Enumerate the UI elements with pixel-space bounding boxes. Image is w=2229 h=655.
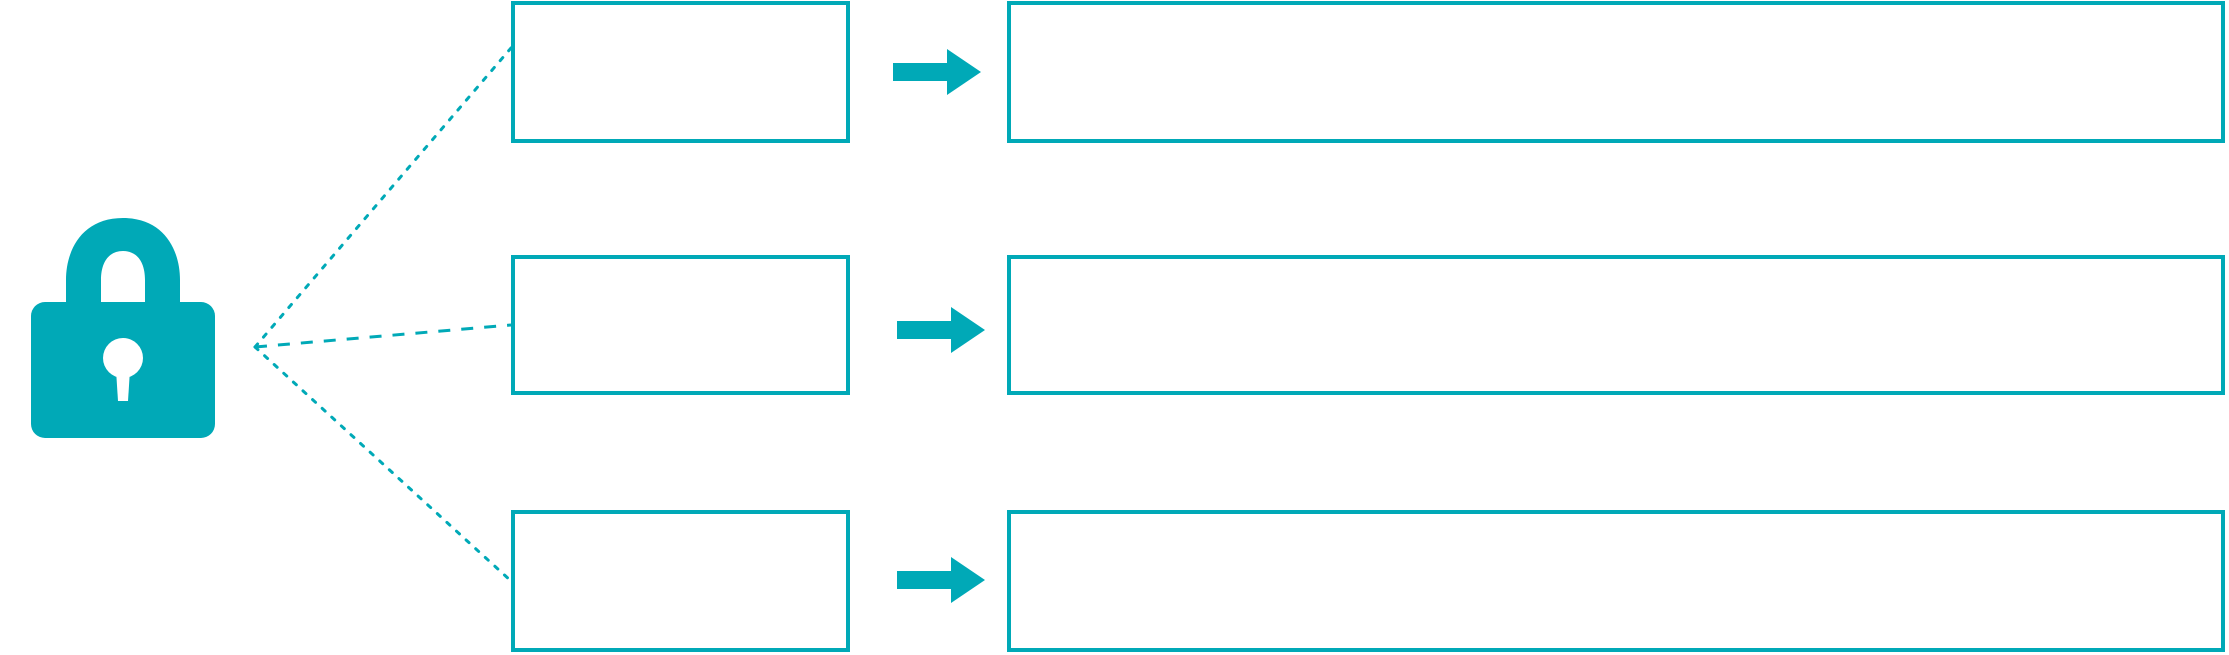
arrow-right-icon-3 [897,557,985,603]
arrow-right-icon-2 [897,307,985,353]
arrow-right-icon-1 [893,49,981,95]
connector-line-bottom [253,345,513,583]
lock-icon [28,218,218,438]
outcome-box-2[interactable] [1007,255,2225,395]
condition-box-3[interactable] [511,510,850,652]
connector-line-top [253,46,513,349]
outcome-box-1[interactable] [1007,1,2225,143]
condition-box-2[interactable] [511,255,850,395]
outcome-box-3[interactable] [1007,510,2225,652]
connector-line-middle [254,323,512,349]
condition-box-1[interactable] [511,1,850,143]
